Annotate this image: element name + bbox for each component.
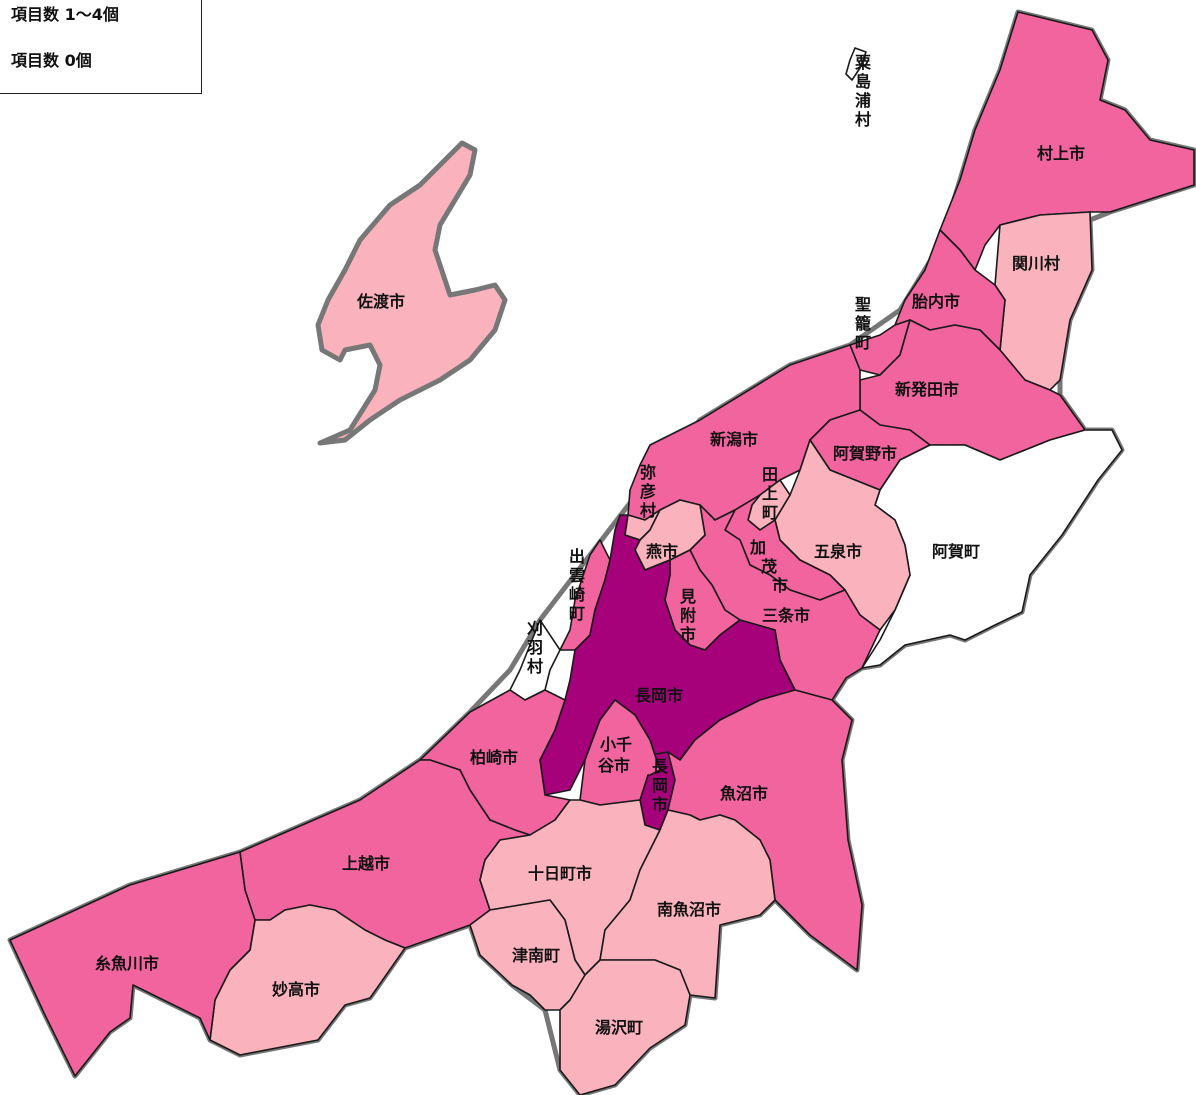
label-sanjo: 三条市: [762, 606, 810, 625]
label-nagaoka-south: 長岡市: [652, 757, 669, 814]
label-itoigawa: 糸魚川市: [95, 954, 159, 973]
label-kamo: 加茂市: [749, 538, 788, 595]
legend-row-0: 項目数 0個: [11, 51, 92, 70]
label-aga: 阿賀町: [932, 542, 980, 561]
legend-row-1-4: 項目数 1〜4個: [11, 5, 119, 24]
label-yahiko: 弥彦村: [640, 463, 656, 520]
vertical-glyph: 田: [762, 465, 778, 484]
label-uonuma: 魚沼市: [720, 784, 768, 803]
vertical-glyph: 浦: [855, 91, 871, 110]
region-ojiya[interactable]: [579, 699, 661, 806]
region-itoigawa[interactable]: [9, 851, 256, 1077]
label-seiro: 聖籠町: [855, 295, 871, 352]
vertical-glyph: 附: [680, 606, 696, 625]
vertical-glyph: 島: [855, 72, 871, 91]
vertical-glyph: 市: [772, 576, 788, 595]
vertical-glyph: 崎: [569, 585, 585, 604]
vertical-glyph: 市: [680, 625, 696, 644]
label-kashiwazaki: 柏崎市: [470, 748, 518, 767]
vertical-glyph: 町: [855, 333, 871, 352]
vertical-glyph: 出: [569, 547, 585, 566]
vertical-glyph: 岡: [652, 776, 668, 795]
legend: 項目数 1〜4個 項目数 0個: [0, 0, 202, 94]
label-tainai: 胎内市: [912, 292, 960, 311]
label-ojiya-line2: 谷市: [598, 756, 630, 775]
vertical-glyph: 彦: [640, 482, 656, 501]
vertical-glyph: 長: [652, 757, 669, 776]
label-minamiuonuma: 南魚沼市: [657, 900, 721, 919]
label-yuzawa: 湯沢町: [595, 1018, 643, 1037]
label-mitsuke: 見附市: [679, 587, 696, 644]
vertical-glyph: 加: [749, 538, 766, 557]
label-tsubame: 燕市: [646, 542, 678, 561]
label-joetsu: 上越市: [342, 854, 390, 873]
vertical-glyph: 町: [569, 604, 585, 623]
label-myoko: 妙高市: [272, 980, 320, 999]
label-kariwa: 刈羽村: [527, 619, 543, 676]
label-tsunan: 津南町: [512, 946, 560, 965]
label-shibata: 新発田市: [895, 380, 959, 399]
label-niigata: 新潟市: [710, 430, 758, 449]
vertical-glyph: 市: [652, 795, 668, 814]
vertical-glyph: 籠: [855, 314, 871, 333]
label-sado: 佐渡市: [356, 292, 405, 311]
vertical-glyph: 村: [640, 501, 656, 520]
vertical-glyph: 村: [527, 657, 543, 676]
label-tokamachi: 十日町市: [528, 864, 592, 883]
label-murakami: 村上市: [1037, 144, 1085, 163]
label-tagami: 田上町: [762, 465, 778, 522]
label-ojiya-line1: 小千: [600, 735, 632, 754]
label-agano: 阿賀野市: [833, 444, 897, 463]
vertical-glyph: 雲: [569, 566, 585, 585]
sado-outline: [315, 140, 508, 446]
vertical-glyph: 上: [762, 484, 778, 503]
region-yuzawa[interactable]: [559, 959, 691, 1095]
vertical-glyph: 町: [762, 503, 778, 522]
label-gosen: 五泉市: [814, 542, 862, 561]
vertical-glyph: 茂: [761, 557, 777, 576]
vertical-glyph: 羽: [527, 638, 543, 657]
label-sekikawa: 関川村: [1012, 254, 1060, 273]
label-nagaoka: 長岡市: [635, 686, 683, 705]
region-minamiuonuma[interactable]: [599, 809, 776, 999]
vertical-glyph: 見: [679, 587, 696, 606]
vertical-glyph: 粟: [854, 53, 872, 72]
vertical-glyph: 刈: [527, 619, 543, 638]
vertical-glyph: 聖: [855, 295, 871, 314]
vertical-glyph: 村: [855, 110, 871, 129]
region-awashimaura[interactable]: [845, 47, 867, 81]
vertical-glyph: 弥: [640, 463, 656, 482]
